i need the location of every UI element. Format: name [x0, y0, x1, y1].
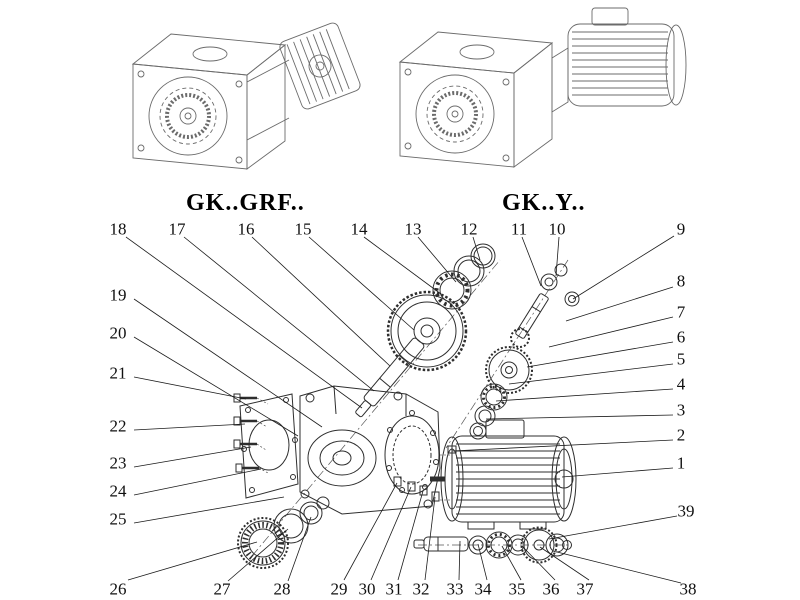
callout-part-4: 4 — [676, 374, 686, 394]
flange-plate — [239, 393, 299, 499]
housing — [299, 385, 441, 515]
callout-part-27: 27 — [213, 579, 231, 599]
intermediate-gear-cluster — [469, 346, 533, 440]
callout-part-23: 23 — [109, 453, 127, 473]
keys-and-plugs — [393, 445, 457, 502]
upper-bearings-rings — [432, 243, 496, 310]
center-axes — [251, 259, 572, 557]
callout-part-6: 6 — [676, 327, 686, 347]
callout-part-32: 32 — [412, 579, 430, 599]
callout-part-13: 13 — [404, 219, 422, 239]
exploded-assembly — [233, 243, 580, 569]
input-pinion — [510, 263, 580, 348]
callout-part-34: 34 — [474, 579, 492, 599]
callout-part-26: 26 — [109, 579, 127, 599]
callout-part-17: 17 — [168, 219, 186, 239]
callout-part-38: 38 — [679, 579, 697, 599]
motor-assembled — [551, 7, 687, 113]
callout-part-8: 8 — [676, 271, 686, 291]
callout-part-22: 22 — [109, 416, 127, 436]
callout-part-19: 19 — [109, 285, 127, 305]
callout-part-15: 15 — [294, 219, 312, 239]
callout-part-21: 21 — [109, 363, 127, 383]
drawing-gk-y — [398, 7, 687, 168]
callout-part-28: 28 — [273, 579, 291, 599]
lower-left-rings — [237, 496, 330, 569]
callout-part-36: 36 — [542, 579, 560, 599]
motor-exploded — [430, 419, 577, 530]
callout-part-24: 24 — [109, 481, 127, 501]
callout-part-35: 35 — [508, 579, 526, 599]
variant-title-gk-grf: GK..GRF.. — [186, 190, 305, 216]
callout-part-5: 5 — [676, 349, 686, 369]
callout-part-30: 30 — [358, 579, 376, 599]
callout-part-33: 33 — [446, 579, 464, 599]
callout-part-2: 2 — [676, 425, 686, 445]
input-cover-fins — [279, 22, 361, 110]
callout-part-14: 14 — [350, 219, 368, 239]
variant-title-gk-y: GK..Y.. — [502, 190, 586, 216]
callout-part-12: 12 — [460, 219, 478, 239]
callout-part-10: 10 — [548, 219, 566, 239]
leader-lines — [125, 235, 682, 584]
callout-part-37: 37 — [576, 579, 594, 599]
callout-part-1: 1 — [676, 453, 686, 473]
callout-part-11: 11 — [510, 219, 528, 239]
callout-part-16: 16 — [237, 219, 255, 239]
callout-part-25: 25 — [109, 509, 127, 529]
flange-bolts — [233, 393, 269, 474]
callout-part-9: 9 — [676, 219, 686, 239]
callout-part-39: 39 — [677, 501, 695, 521]
callout-part-29: 29 — [330, 579, 348, 599]
callout-part-20: 20 — [109, 323, 127, 343]
large-gear — [386, 290, 468, 372]
callout-part-7: 7 — [676, 302, 686, 322]
output-shaft — [355, 337, 425, 418]
drawing-gk-grf — [131, 22, 361, 170]
callout-part-18: 18 — [109, 219, 127, 239]
callout-part-31: 31 — [385, 579, 403, 599]
callout-part-3: 3 — [676, 400, 686, 420]
